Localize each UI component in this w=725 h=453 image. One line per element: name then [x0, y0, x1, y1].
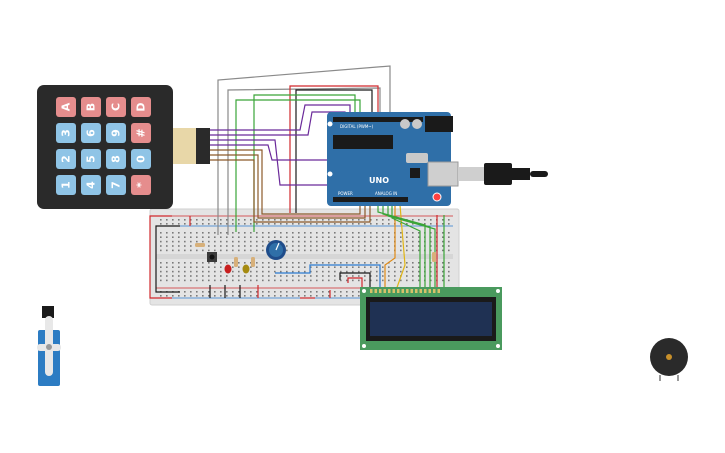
svg-text:*: * [135, 182, 148, 188]
breadboard-holes [160, 219, 450, 297]
breadboard[interactable] [149, 208, 460, 306]
wire-red [289, 85, 379, 213]
wire-yellow [394, 204, 406, 294]
svg-text:7: 7 [110, 181, 123, 189]
keypad-key-7[interactable]: 7 [106, 175, 126, 195]
led-red[interactable] [224, 264, 232, 274]
atmega-chip [333, 135, 393, 149]
keypad-key-A[interactable]: A [56, 97, 76, 117]
piezo-buzzer[interactable] [650, 338, 688, 381]
micro-servo[interactable] [37, 306, 61, 386]
wire-gray [217, 65, 391, 235]
wire-brown [210, 149, 361, 215]
wire-purple-4 [210, 144, 330, 161]
wire-orange [384, 205, 396, 293]
keypad-key-C[interactable]: C [106, 97, 126, 117]
digital-header [333, 117, 423, 122]
lcd-screen [370, 302, 492, 336]
label-digital: DIGITAL (PWM~) [340, 124, 374, 129]
power-jack [425, 116, 453, 132]
wire-red-lcd [347, 277, 363, 293]
keypad-key-0[interactable]: 0 [131, 149, 151, 169]
svg-text:1: 1 [60, 181, 73, 189]
wire-black-left [155, 225, 180, 293]
wire-black-lcd [339, 272, 371, 293]
wire-black [295, 89, 373, 213]
label-analog: ANALOG IN [375, 191, 397, 196]
keypad-key-star[interactable]: * [131, 175, 151, 195]
keypad-key-6[interactable]: 6 [81, 123, 101, 143]
label-power: POWER [338, 191, 353, 196]
svg-text:4: 4 [85, 181, 98, 189]
keypad-key-4[interactable]: 4 [81, 175, 101, 195]
svg-text:0: 0 [135, 155, 148, 163]
wire-brown-2 [210, 154, 366, 219]
resistors[interactable] [195, 243, 436, 267]
wire-red-left [149, 215, 172, 299]
usb-cable[interactable] [458, 163, 548, 185]
keypad-key-B[interactable]: B [81, 97, 101, 117]
keypad-key-5[interactable]: 5 [81, 149, 101, 169]
reset-button [432, 192, 442, 202]
keypad-key-3[interactable]: 3 [56, 123, 76, 143]
svg-text:C: C [110, 103, 123, 111]
wire-green-2 [235, 99, 361, 232]
svg-text:9: 9 [110, 129, 123, 137]
analog-header [333, 197, 408, 202]
pushbutton[interactable] [207, 252, 217, 262]
lcd-16x2[interactable] [360, 287, 502, 350]
usb-port [427, 161, 459, 187]
wire-purple-3 [210, 139, 330, 186]
wire-purple-2 [210, 111, 346, 136]
svg-text:B: B [85, 103, 98, 111]
keypad-key-9[interactable]: 9 [106, 123, 126, 143]
svg-text:8: 8 [110, 155, 123, 163]
keypad-key-2[interactable]: 2 [56, 149, 76, 169]
keypad-key-hash[interactable]: # [131, 123, 151, 143]
arduino-uno[interactable]: UNO DIGITAL (PWM~) ANALOG IN POWER [327, 112, 459, 206]
svg-text:2: 2 [60, 155, 73, 163]
wire-gray-2 [227, 87, 381, 235]
svg-text:#: # [135, 128, 148, 137]
wire-purple [210, 104, 351, 131]
wires[interactable] [149, 65, 445, 299]
keypad-key-8[interactable]: 8 [106, 149, 126, 169]
svg-text:5: 5 [85, 155, 98, 163]
keypad-key-1[interactable]: 1 [56, 175, 76, 195]
wire-blue [275, 264, 381, 293]
svg-text:3: 3 [60, 129, 73, 137]
svg-text:A: A [60, 102, 73, 111]
uno-logo: UNO [369, 176, 389, 185]
potentiometer[interactable] [266, 240, 286, 260]
svg-text:6: 6 [85, 129, 98, 137]
keypad[interactable]: A B C D 3 6 9 #2 5 8 0 1 4 7 * [37, 85, 210, 209]
wire-brown-3 [210, 159, 371, 223]
keypad-key-D[interactable]: D [131, 97, 151, 117]
wire-green-lcd-4 [391, 205, 421, 293]
led-yellow[interactable] [242, 264, 250, 274]
svg-text:D: D [135, 102, 148, 111]
